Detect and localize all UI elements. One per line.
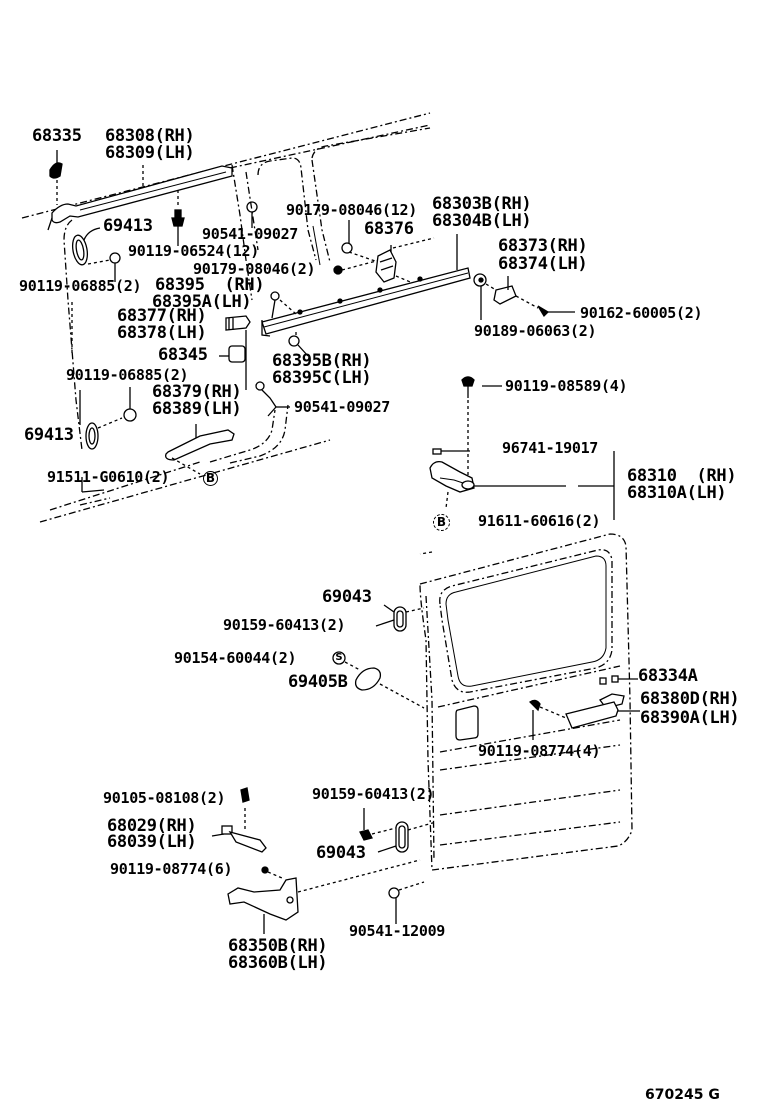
label-68029-rh: 68029(RH): [107, 816, 197, 836]
callout-b-mark: B: [203, 471, 218, 486]
label-90119-08774-4: 90119-08774(4): [478, 742, 601, 760]
sliding-door-panel: [419, 533, 633, 871]
label-69413-bottom: 69413: [24, 425, 74, 445]
label-69405b: 69405B: [288, 672, 348, 692]
label-69043-top: 69043: [322, 587, 372, 607]
handle-69043-top: [375, 604, 425, 632]
callout-b-mark-2: B: [433, 514, 450, 531]
grommet-90541-09027-mid: [255, 381, 290, 417]
callout-s-mark: S: [335, 652, 343, 663]
label-68395b-rh: 68395B(RH): [272, 351, 372, 371]
bracket-68377: [225, 315, 251, 390]
figure-code: 670245 G: [645, 1087, 720, 1103]
label-90119-06524: 90119-06524(12): [128, 242, 259, 260]
label-90154-60044: 90154-60044(2): [174, 649, 297, 667]
nut-90179-08046-12: [341, 242, 353, 254]
bolt-90105-08108: [240, 787, 250, 830]
label-68303b-rh: 68303B(RH): [432, 194, 532, 214]
handle-69043-bottom: [359, 808, 437, 853]
label-68374-lh: 68374(LH): [498, 254, 588, 274]
grommet-69413-top: [71, 227, 121, 282]
clip-68335: [49, 150, 63, 205]
label-68345: 68345: [158, 345, 208, 365]
label-68395c-lh: 68395C(LH): [272, 368, 372, 388]
label-68379-rh: 68379(RH): [152, 382, 242, 402]
label-90159-60413-top: 90159-60413(2): [223, 616, 346, 634]
label-69413-top: 69413: [103, 216, 153, 236]
grommet-69413-bottom: [79, 387, 137, 493]
label-68310-rh: 68310 (RH): [627, 466, 737, 486]
cover-69405b: [332, 651, 425, 709]
grommet-90541-12009: [388, 881, 425, 924]
label-90179-08046-12: 90179-08046(12): [286, 201, 417, 219]
upper-rail: [47, 165, 233, 231]
bolt-90119-06524: [171, 190, 185, 246]
label-68308-rh: 68308(RH): [105, 126, 195, 146]
latch-68380d: [528, 675, 640, 740]
label-90119-06885-mid: 90119-06885(2): [66, 366, 189, 384]
roller-68395b: [288, 332, 309, 357]
label-90159-60413-bottom: 90159-60413(2): [312, 785, 435, 803]
vehicle-body-outline: [21, 112, 431, 523]
grommet-90541-09027-top: [246, 201, 258, 228]
label-90119-06885-top: 90119-06885(2): [19, 277, 142, 295]
label-68389-lh: 68389(LH): [152, 399, 242, 419]
label-68395-rh: 68395 (RH): [155, 275, 265, 295]
label-90189-06063: 90189-06063(2): [474, 322, 597, 340]
bracket-68376: [375, 237, 435, 285]
center-rail: [261, 234, 471, 337]
label-68360b-lh: 68360B(LH): [228, 953, 328, 973]
arm-68379: [165, 424, 235, 475]
label-90105-08108: 90105-08108(2): [103, 789, 226, 807]
label-68039-lh: 68039(LH): [107, 832, 197, 852]
label-96741-19017: 96741-19017: [502, 439, 599, 457]
bracket-68373: [473, 273, 575, 320]
label-90541-09027-mid: 90541-09027: [294, 398, 391, 416]
label-68377-rh: 68377(RH): [117, 306, 207, 326]
label-68335: 68335: [32, 126, 82, 146]
label-68310a-lh: 68310A(LH): [627, 483, 727, 503]
bracket-68029: [211, 825, 267, 853]
label-68390a-lh: 68390A(LH): [640, 708, 740, 728]
label-68373-rh: 68373(RH): [498, 236, 588, 256]
label-90119-08774-6: 90119-08774(6): [110, 860, 233, 878]
roller-68395: [270, 291, 297, 319]
label-68350b-rh: 68350B(RH): [228, 936, 328, 956]
label-68380d-rh: 68380D(RH): [640, 689, 740, 709]
stopper-68345: [219, 345, 246, 363]
label-68334a: 68334A: [638, 666, 698, 686]
label-68309-lh: 68309(LH): [105, 143, 195, 163]
roller-assembly-68310: [429, 376, 615, 520]
label-90119-08589: 90119-08589(4): [505, 377, 628, 395]
label-91511-g0610: 91511-G0610(2): [47, 468, 170, 486]
hinge-68350b: [227, 859, 421, 934]
label-68395a-lh: 68395A(LH): [152, 292, 252, 312]
label-91611-60616: 91611-60616(2): [478, 512, 601, 530]
label-68376: 68376: [364, 219, 414, 239]
label-69043-bottom: 69043: [316, 843, 366, 863]
label-90541-09027-top: 90541-09027: [202, 225, 299, 243]
label-90541-12009: 90541-12009: [349, 922, 446, 940]
label-90179-08046-2: 90179-08046(2): [193, 260, 316, 278]
label-68378-lh: 68378(LH): [117, 323, 207, 343]
label-90162-60005: 90162-60005(2): [580, 304, 703, 322]
label-68304b-lh: 68304B(LH): [432, 211, 532, 231]
